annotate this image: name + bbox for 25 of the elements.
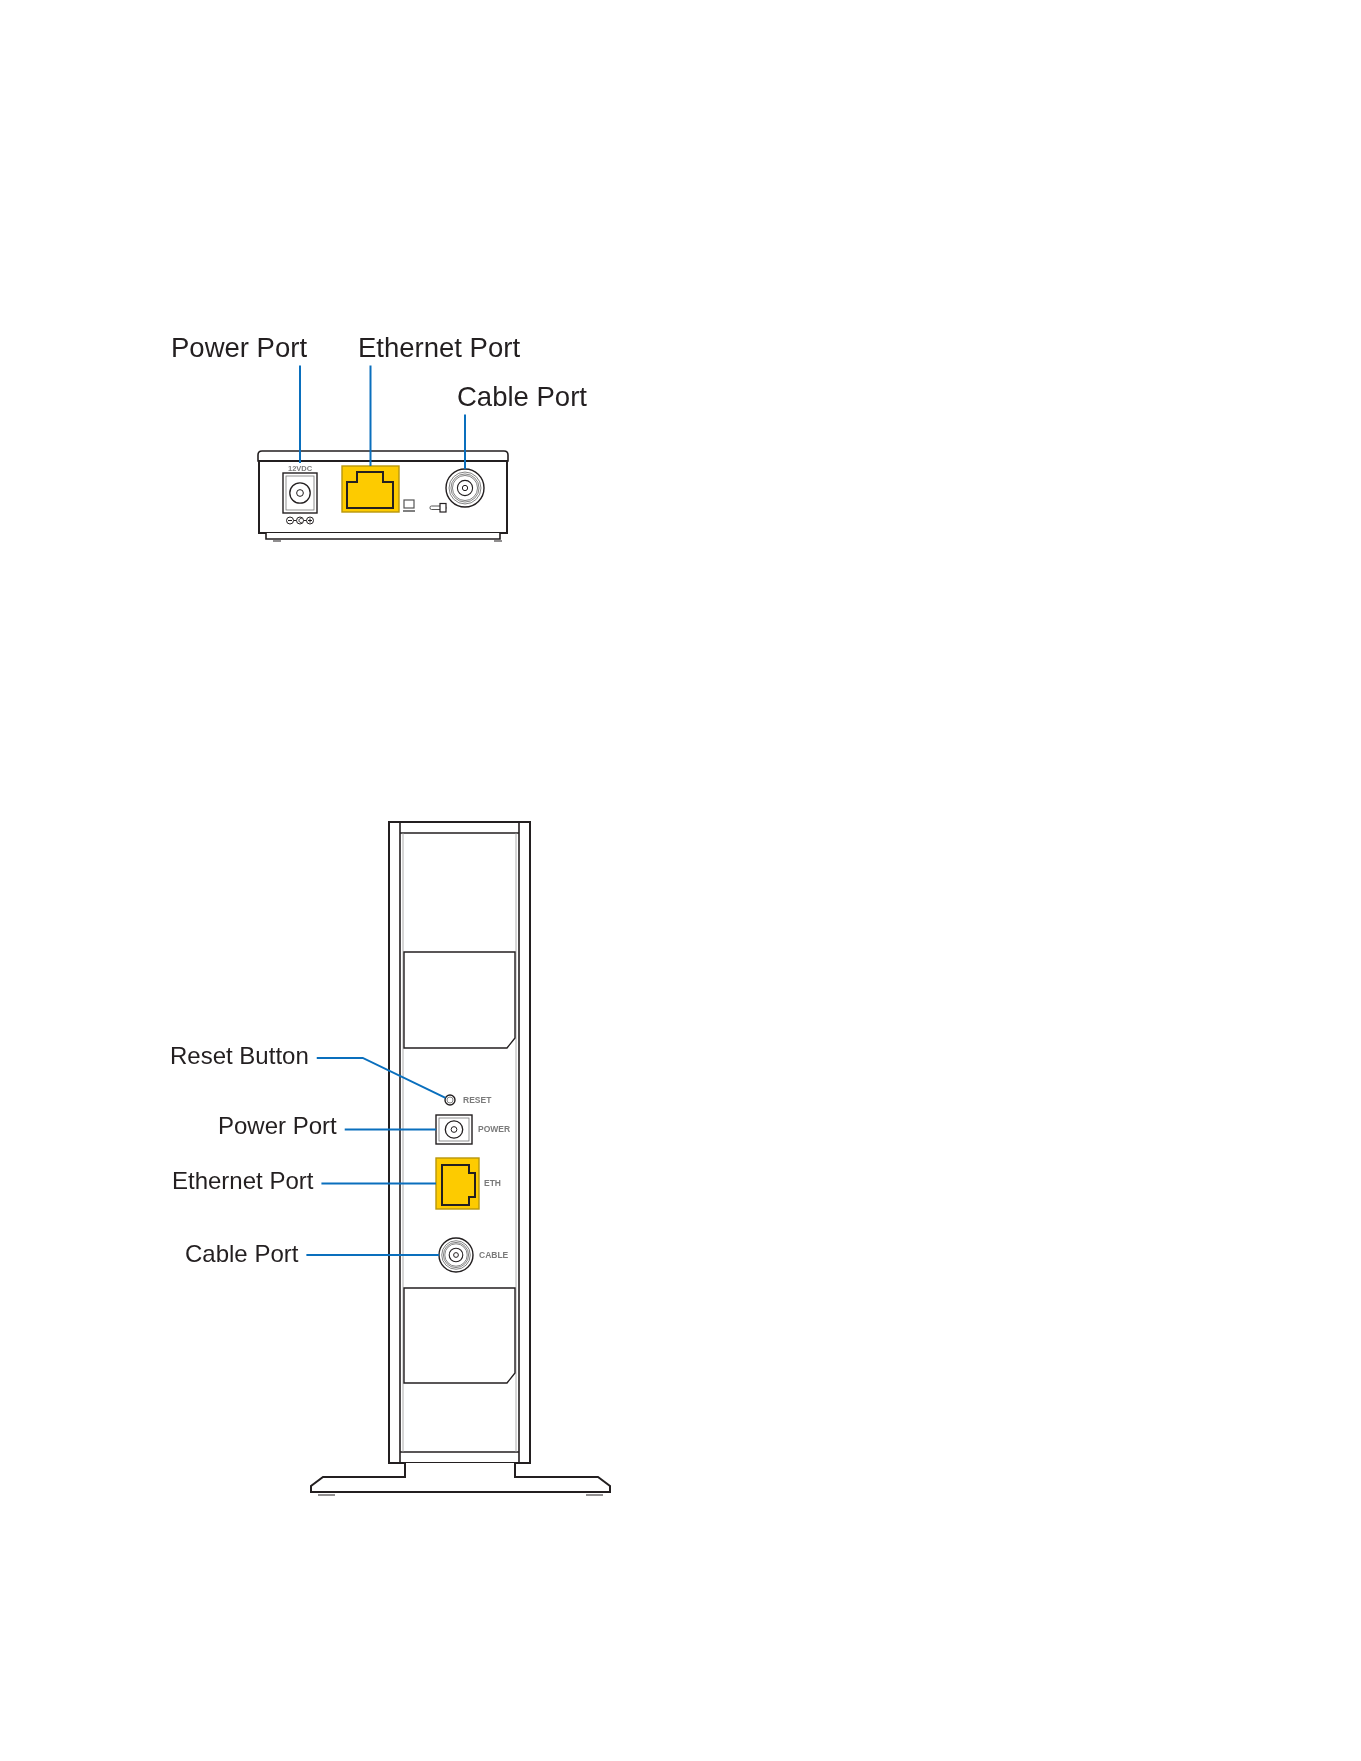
part-label: Ethernet Port bbox=[358, 334, 521, 362]
coax-connector bbox=[438, 1237, 474, 1273]
part-label: Reset Button bbox=[170, 1044, 309, 1068]
port-marking: POWER bbox=[478, 1125, 511, 1134]
leader-line bbox=[343, 1128, 437, 1131]
part-label: Ethernet Port bbox=[172, 1169, 314, 1193]
part-label: Cable Port bbox=[185, 1242, 299, 1266]
leader-line bbox=[320, 1182, 437, 1185]
reset-pinhole bbox=[444, 1094, 456, 1106]
power-jack bbox=[435, 1114, 473, 1145]
port-marking: CABLE bbox=[479, 1251, 509, 1260]
part-label: Power Port bbox=[171, 334, 308, 362]
leader-line bbox=[315, 1056, 447, 1099]
leader-line bbox=[464, 413, 466, 470]
port-marking: RESET bbox=[463, 1096, 492, 1105]
port-marking: ETH bbox=[484, 1179, 501, 1188]
ethernet-jack bbox=[341, 465, 400, 513]
leader-line bbox=[305, 1254, 440, 1256]
ethernet-jack bbox=[435, 1157, 480, 1210]
power-jack bbox=[282, 472, 318, 514]
leader-line bbox=[369, 364, 372, 467]
part-label: Cable Port bbox=[457, 383, 587, 411]
leader-line bbox=[299, 364, 301, 464]
coax-connector bbox=[445, 468, 485, 508]
part-label: Power Port bbox=[218, 1114, 337, 1138]
